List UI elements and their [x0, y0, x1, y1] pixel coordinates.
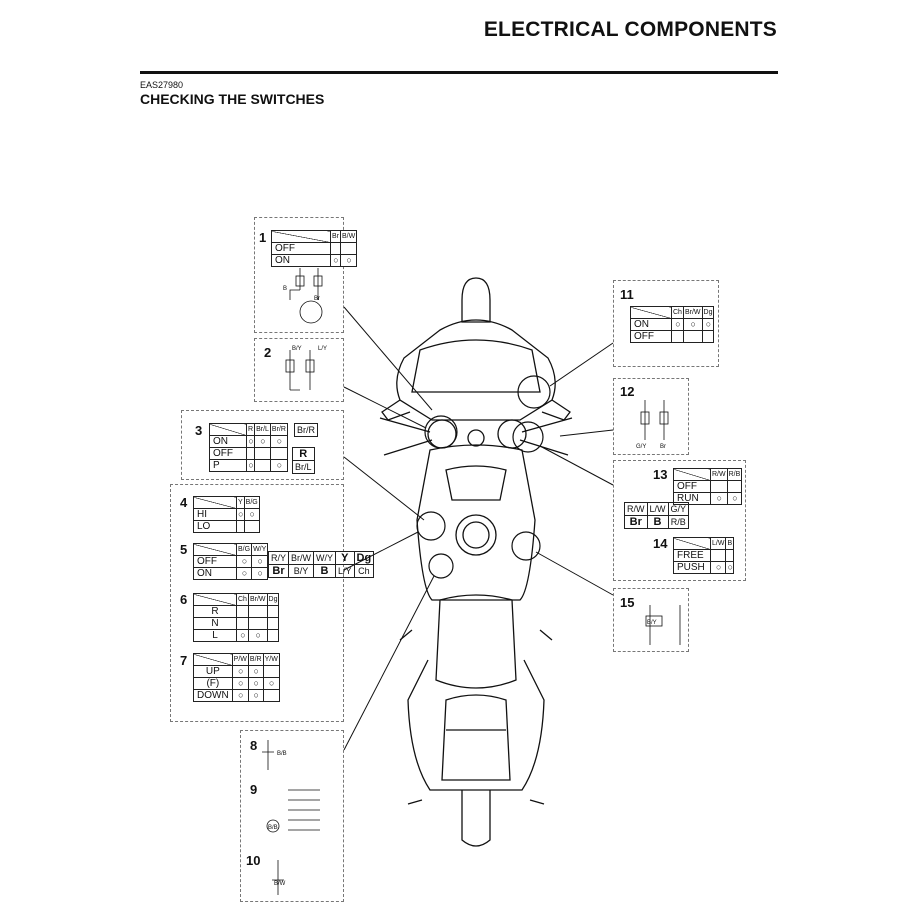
callout-number: 6 [180, 592, 188, 607]
callout-number: 7 [180, 653, 188, 668]
switch-box-4-7 [170, 484, 344, 722]
callout-number: 15 [620, 595, 635, 610]
section-code: EAS27980 [140, 80, 184, 90]
connector-3: Br/R [294, 423, 318, 437]
header-rule [140, 71, 778, 74]
wire-label: B/B [277, 751, 287, 757]
callout-number: 11 [620, 287, 634, 302]
callout-number: 12 [620, 384, 635, 399]
wire-label: B/Y [292, 346, 302, 352]
wire-label: G/Y [636, 444, 646, 450]
wire-label: B/W [274, 881, 286, 887]
switch-box-15 [613, 588, 689, 652]
switch-box-3 [181, 410, 344, 480]
wire-label: B/Y [647, 620, 657, 626]
wire-label: Br [660, 444, 666, 450]
callout-number: 3 [195, 423, 203, 438]
switch-box-1 [254, 217, 344, 333]
wire-label: Br [314, 296, 320, 302]
callout-number: 13 [653, 467, 668, 482]
switch-box-11 [613, 280, 719, 367]
wire-label: L/Y [318, 346, 327, 352]
connector-3b: R Br/L [292, 447, 315, 474]
callout-number: 10 [246, 853, 261, 868]
page-header-title: ELECTRICAL COMPONENTS [483, 18, 777, 41]
section-title: CHECKING THE SWITCHES [140, 91, 325, 107]
callout-number: 9 [250, 782, 258, 797]
callout-number: 14 [653, 536, 668, 551]
callout-number: 2 [264, 345, 272, 360]
callout-number: 1 [259, 230, 267, 245]
switch-box-13-14 [613, 460, 746, 581]
wire-label: B/B [268, 825, 278, 831]
callout-number: 5 [180, 542, 188, 557]
wire-label: B [283, 286, 287, 292]
callout-number: 8 [250, 738, 258, 753]
callout-number: 4 [180, 495, 188, 510]
switch-box-8-10 [240, 730, 344, 902]
switch-box-2 [254, 338, 344, 402]
switch-box-12 [613, 378, 689, 455]
